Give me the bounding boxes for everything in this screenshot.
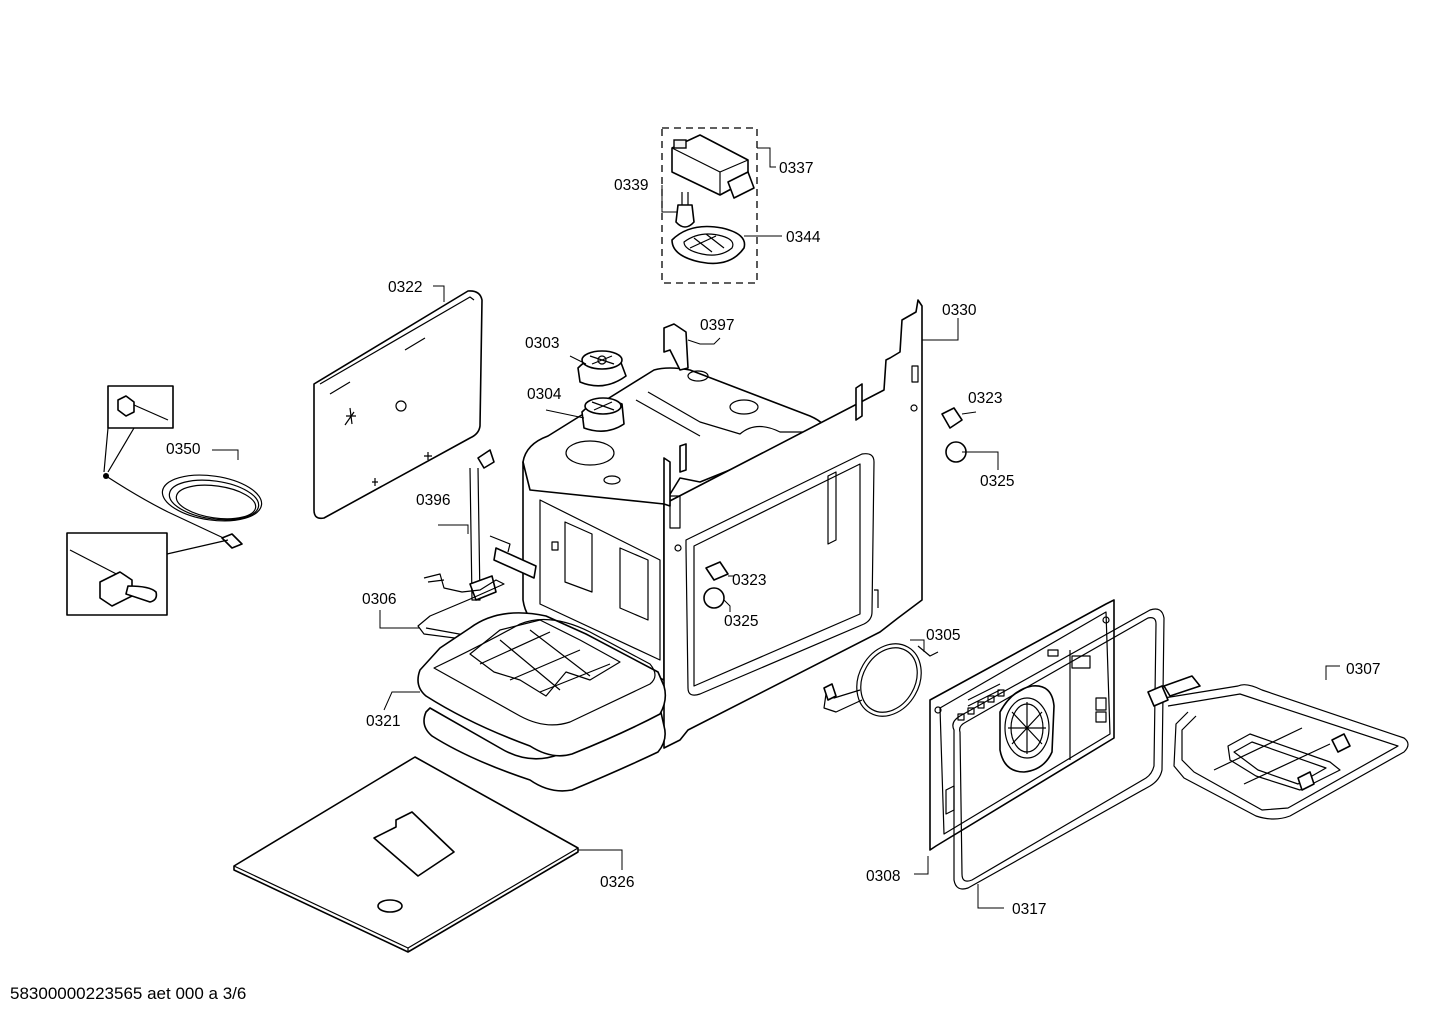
- label-0325-right: 0325: [980, 473, 1014, 490]
- label-0339: 0339: [614, 177, 648, 194]
- callout-labels: 0337 0339 0344 0322 0397 0330 0303 0304 …: [166, 160, 1380, 918]
- document-id: 58300000223565 aet 000 a 3/6: [10, 984, 246, 1003]
- label-0306: 0306: [362, 591, 396, 608]
- door-seal-part: [952, 608, 1165, 909]
- label-0350: 0350: [166, 441, 201, 458]
- label-0322: 0322: [388, 279, 422, 296]
- bottom-plate-part: [233, 756, 623, 953]
- side-panel-part: [313, 285, 483, 520]
- heater-bracket-part: [438, 449, 537, 601]
- label-0317: 0317: [1012, 901, 1046, 918]
- lamp-housing-part: [671, 134, 755, 199]
- cavity-fixture-right-part: [941, 407, 999, 470]
- lamp-bulb-part: [675, 192, 695, 228]
- label-0344: 0344: [786, 229, 821, 246]
- label-0323-right: 0323: [968, 390, 1002, 407]
- label-0308: 0308: [866, 868, 900, 885]
- label-0396: 0396: [416, 492, 450, 509]
- label-0321: 0321: [366, 713, 400, 730]
- label-0305: 0305: [926, 627, 960, 644]
- lamp-cover-part: [671, 225, 746, 265]
- grill-heater-part: [1147, 665, 1409, 820]
- fan-motor-mount-part: [545, 350, 627, 432]
- label-0326: 0326: [600, 874, 634, 891]
- label-0303: 0303: [525, 335, 559, 352]
- label-0304: 0304: [527, 386, 562, 403]
- label-0307: 0307: [1346, 661, 1380, 678]
- label-0330: 0330: [942, 302, 977, 319]
- label-0323-inner: 0323: [732, 572, 766, 589]
- label-0397: 0397: [700, 317, 734, 334]
- label-0325-inner: 0325: [724, 613, 758, 630]
- lamp-assembly-group: [661, 127, 782, 284]
- temperature-probe-part: [66, 385, 263, 616]
- label-0337: 0337: [779, 160, 813, 177]
- cavity-fixture-inner-part: [703, 561, 734, 612]
- back-panel-part: [914, 599, 1115, 875]
- ring-heater-part: [823, 639, 939, 717]
- insulation-pad-part: [383, 612, 667, 792]
